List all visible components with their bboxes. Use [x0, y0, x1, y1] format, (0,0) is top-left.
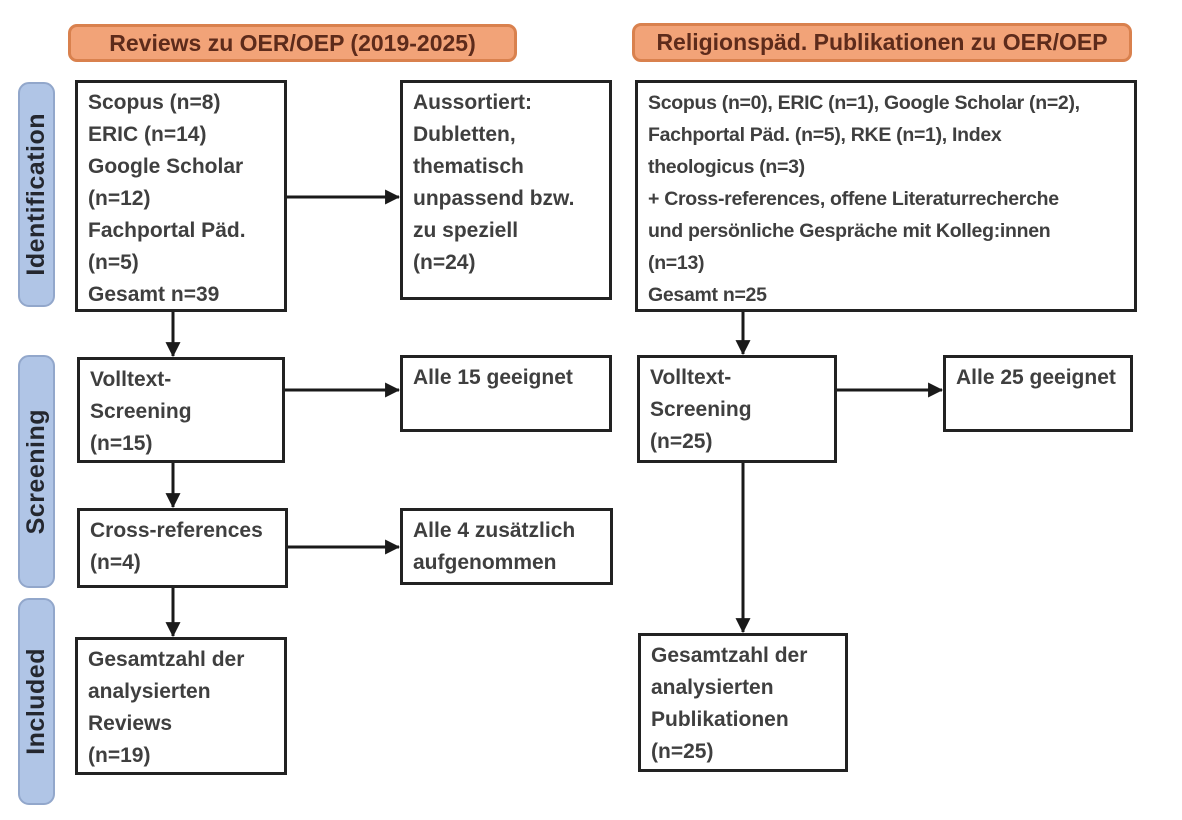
stage-label-included-text: Included	[22, 648, 50, 755]
column-header-religionspaed: Religionspäd. Publikationen zu OER/OEP	[632, 23, 1132, 62]
stage-label-identification-text: Identification	[22, 113, 50, 276]
box-right-identification-sources: Scopus (n=0), ERIC (n=1), Google Scholar…	[635, 80, 1137, 312]
box-left-excluded: Aussortiert: Dubletten, thematisch unpas…	[400, 80, 612, 300]
box-left-included-total: Gesamtzahl der analysierten Reviews (n=1…	[75, 637, 287, 775]
box-right-fulltext-screening: Volltext- Screening (n=25)	[637, 355, 837, 463]
stage-label-screening-text: Screening	[22, 408, 50, 535]
box-left-fulltext-screening: Volltext- Screening (n=15)	[77, 357, 285, 463]
stage-label-included: Included	[18, 598, 55, 805]
box-left-crossreferences: Cross-references (n=4)	[77, 508, 288, 588]
box-right-included-total: Gesamtzahl der analysierten Publikatione…	[638, 633, 848, 772]
box-left-identification-sources: Scopus (n=8) ERIC (n=14) Google Scholar …	[75, 80, 287, 312]
box-left-screening-result: Alle 15 geeignet	[400, 355, 612, 432]
box-left-crossref-result: Alle 4 zusätzlich aufgenommen	[400, 508, 613, 585]
box-right-screening-result: Alle 25 geeignet	[943, 355, 1133, 432]
stage-label-screening: Screening	[18, 355, 55, 588]
stage-label-identification: Identification	[18, 82, 55, 307]
column-header-reviews: Reviews zu OER/OEP (2019-2025)	[68, 24, 517, 62]
